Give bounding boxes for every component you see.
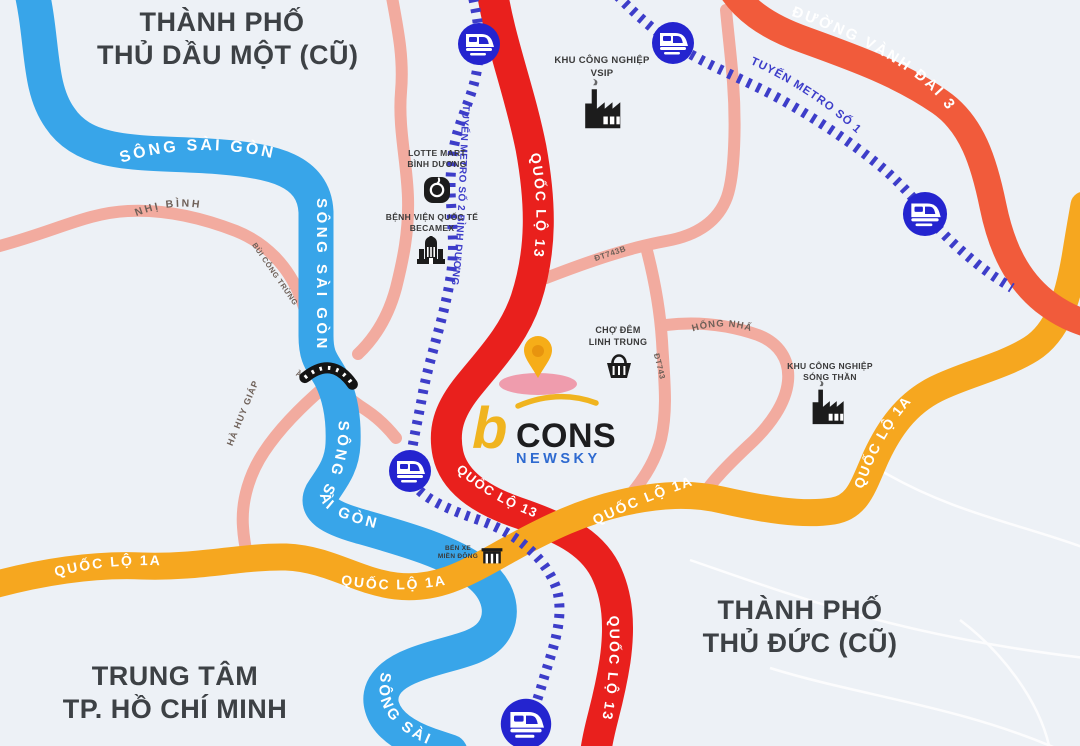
- metro-station-icon[interactable]: [500, 698, 552, 746]
- logo-subtitle: NEWSKY: [516, 451, 601, 467]
- area-title-thu-dau-mot: THÀNH PHỐ THỦ DẦU MỘT (CŨ): [97, 7, 359, 70]
- hospital-icon[interactable]: [417, 236, 445, 264]
- road-label-ql1a-mid: QUỐC LỘ 1A: [340, 572, 448, 593]
- saigon-river: [15, 0, 517, 746]
- road-dt743b: [540, 4, 741, 284]
- river-label-2: SÔNG SÀI GÒN: [313, 198, 331, 352]
- road-nhi-binh: [0, 204, 402, 444]
- metro-station-icon[interactable]: [458, 23, 500, 65]
- logo-name: CONS: [516, 417, 616, 455]
- market-icon[interactable]: [605, 354, 633, 380]
- area-title-trung-tam-hcm: TRUNG TÂM TP. HỒ CHÍ MINH: [62, 661, 288, 724]
- project-logo[interactable]: b CONS NEWSKY: [472, 394, 616, 467]
- poi-label-song-than: KHU CÔNG NGHIỆP SÓNG THẦN: [787, 361, 873, 383]
- poi-label-lotte-mart: LOTTE MART BÌNH DƯƠNG: [407, 148, 467, 170]
- poi-label-ben-xe-mien-dong: BẾN XE MIỀN ĐÔNG: [437, 545, 479, 561]
- bridge-icon: [299, 362, 358, 390]
- road-thong-nhat: [660, 317, 795, 503]
- logo-swoosh: [515, 394, 599, 409]
- factory-icon[interactable]: [585, 78, 621, 129]
- metro-station-icon[interactable]: [389, 450, 431, 492]
- marble-veins: [689, 468, 1080, 746]
- area-title-thu-duc: THÀNH PHỐ THỦ ĐỨC (CŨ): [702, 595, 898, 658]
- road-west-vertical: [352, 0, 415, 360]
- poi-label-cho-dem-linh-trung: CHỢ ĐÊM LINH TRUNG: [588, 325, 648, 347]
- factory-icon[interactable]: [812, 380, 844, 425]
- lotte-mart-icon[interactable]: [422, 175, 452, 205]
- road-ql1a: [0, 192, 1080, 601]
- poi-label-becamex-hospital: BỆNH VIỆN QUỐC TẾ BECAMEX: [385, 212, 479, 234]
- location-pin-icon[interactable]: [499, 336, 577, 395]
- road-dt743: [613, 241, 671, 513]
- metro-station-icon[interactable]: [902, 191, 948, 237]
- logo-b-glyph: b: [472, 396, 507, 461]
- metro-line-2: [404, 0, 565, 739]
- poi-label-vsip: KHU CÔNG NGHIỆP VSIP: [554, 55, 650, 79]
- road-label-ha-huy-giap: HÀ HUY GIÁP: [225, 379, 261, 448]
- road-vanh-dai-3: [722, 0, 1080, 336]
- road-ql13: [430, 0, 634, 746]
